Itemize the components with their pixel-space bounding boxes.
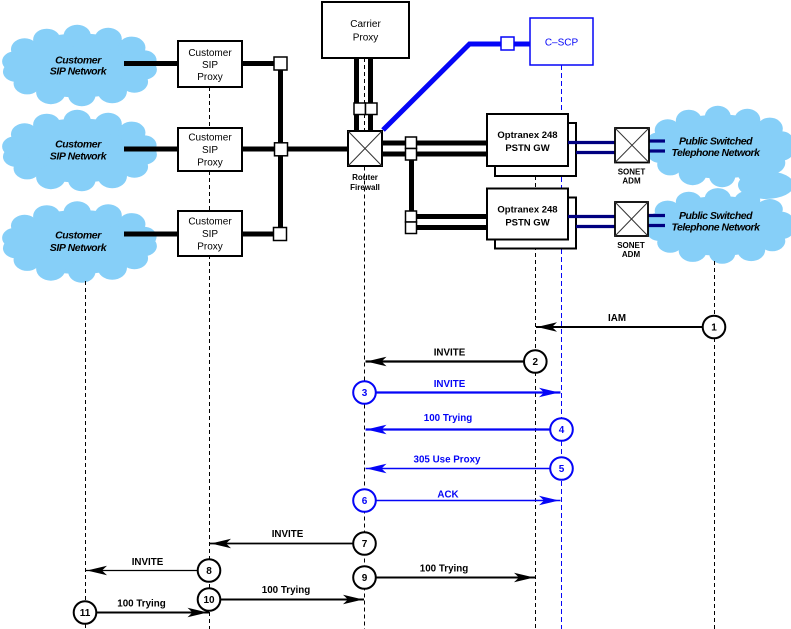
svg-text:100 Trying: 100 Trying	[262, 585, 310, 596]
svg-text:SONET: SONET	[617, 241, 645, 250]
svg-text:305 Use Proxy: 305 Use Proxy	[414, 455, 482, 466]
svg-text:Router: Router	[352, 173, 378, 182]
svg-text:3: 3	[362, 388, 368, 399]
svg-text:SONET: SONET	[618, 167, 646, 176]
svg-text:4: 4	[559, 425, 565, 436]
svg-text:ADM: ADM	[622, 176, 641, 185]
svg-text:10: 10	[203, 595, 215, 606]
svg-text:IAM: IAM	[608, 313, 626, 324]
svg-text:Telephone Network: Telephone Network	[672, 221, 762, 233]
svg-text:Customer: Customer	[188, 133, 232, 144]
svg-text:2: 2	[533, 357, 539, 368]
svg-text:INVITE: INVITE	[272, 529, 304, 540]
svg-text:SIP: SIP	[202, 229, 218, 240]
svg-text:Carrier: Carrier	[350, 19, 381, 30]
svg-text:ACK: ACK	[437, 490, 458, 501]
svg-text:Optranex 248: Optranex 248	[497, 204, 557, 215]
svg-text:PSTN GW: PSTN GW	[505, 217, 549, 228]
svg-text:5: 5	[559, 464, 565, 475]
svg-text:SIP Network: SIP Network	[50, 150, 108, 162]
svg-text:INVITE: INVITE	[434, 379, 466, 390]
svg-text:Optranex 248: Optranex 248	[497, 130, 557, 141]
svg-text:ADM: ADM	[622, 250, 641, 259]
svg-text:Customer: Customer	[55, 138, 102, 150]
svg-text:11: 11	[80, 608, 91, 619]
svg-text:SIP: SIP	[202, 145, 218, 156]
svg-text:Proxy: Proxy	[197, 158, 223, 169]
svg-text:6: 6	[362, 496, 368, 507]
svg-text:9: 9	[362, 573, 368, 584]
svg-text:SIP Network: SIP Network	[50, 242, 108, 254]
svg-text:100 Trying: 100 Trying	[420, 564, 468, 575]
svg-text:C–SCP: C–SCP	[545, 37, 579, 48]
svg-text:PSTN GW: PSTN GW	[505, 143, 549, 154]
svg-text:100 Trying: 100 Trying	[424, 413, 472, 424]
svg-text:Public Switched: Public Switched	[679, 210, 753, 222]
svg-text:Customer: Customer	[55, 54, 102, 66]
svg-text:Proxy: Proxy	[197, 72, 223, 83]
svg-text:Proxy: Proxy	[353, 33, 379, 44]
svg-text:SIP: SIP	[202, 60, 218, 71]
svg-text:8: 8	[206, 566, 212, 577]
svg-text:Public Switched: Public Switched	[679, 135, 753, 147]
svg-text:INVITE: INVITE	[434, 348, 466, 359]
svg-text:7: 7	[362, 539, 368, 550]
svg-text:Telephone Network: Telephone Network	[672, 147, 762, 159]
svg-text:Firewall: Firewall	[350, 183, 380, 192]
svg-text:Customer: Customer	[188, 217, 232, 228]
svg-text:INVITE: INVITE	[132, 557, 164, 568]
svg-text:SIP Network: SIP Network	[50, 65, 108, 77]
svg-text:Customer: Customer	[55, 230, 102, 242]
svg-text:Customer: Customer	[188, 48, 232, 59]
svg-text:Proxy: Proxy	[197, 242, 223, 253]
svg-text:100 Trying: 100 Trying	[117, 599, 165, 610]
svg-text:1: 1	[711, 323, 717, 334]
